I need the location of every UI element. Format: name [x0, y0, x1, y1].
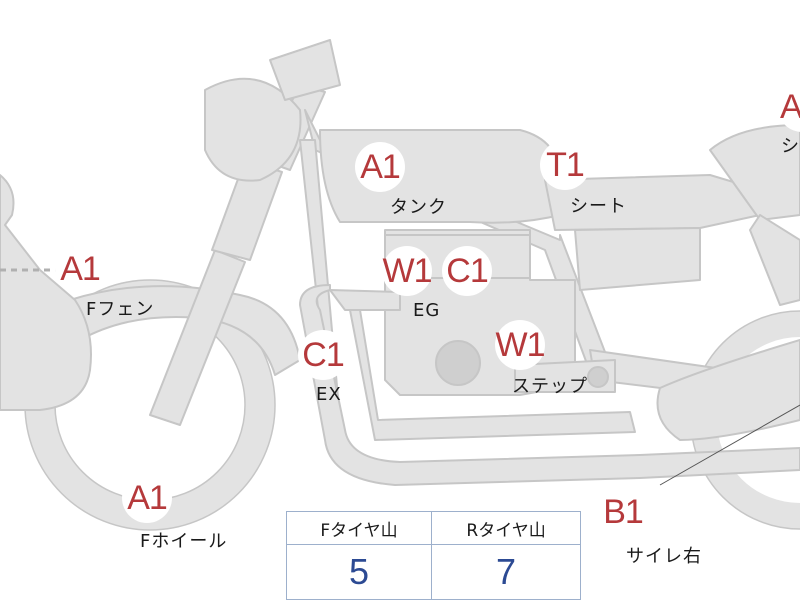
grade-front-wheel: A1 — [122, 473, 172, 523]
rear-fender — [709, 124, 800, 221]
side-cover — [574, 227, 701, 291]
rear-tire-header: Rタイヤ山 — [431, 511, 581, 545]
grade-exhaust: C1 — [298, 330, 348, 380]
label-tank: タンク — [390, 197, 447, 218]
front-tire-value: 5 — [285, 544, 433, 600]
label-silencer: サイレ右 — [626, 546, 702, 567]
grade-engine-w: W1 — [382, 246, 433, 296]
grade-tank: A1 — [355, 142, 405, 192]
rear-tire-value: 7 — [431, 544, 581, 600]
tire-depth-table: Fタイヤ山 Rタイヤ山 5 7 — [285, 511, 581, 600]
label-rear: シ — [781, 136, 800, 157]
grade-silencer: B1 — [598, 487, 648, 537]
label-seat: シート — [570, 196, 627, 217]
label-front-wheel: Fホイール — [140, 531, 228, 552]
label-engine: EG — [413, 300, 441, 321]
label-exhaust: EX — [316, 384, 342, 405]
grade-fender: A1 — [55, 244, 105, 294]
front-fork — [149, 249, 246, 426]
grade-seat: T1 — [540, 140, 590, 190]
meter — [269, 39, 341, 101]
grade-engine-c: C1 — [442, 246, 492, 296]
headlight — [204, 77, 302, 182]
label-step: ステップ — [512, 376, 588, 397]
left-part — [0, 174, 92, 411]
grade-step: W1 — [495, 320, 546, 370]
grade-rear: A — [778, 82, 800, 132]
exhaust-pipe — [299, 284, 800, 486]
silencer-leader — [659, 404, 800, 486]
front-tire-header: Fタイヤ山 — [285, 511, 433, 545]
label-fender: Fフェン — [86, 299, 155, 320]
